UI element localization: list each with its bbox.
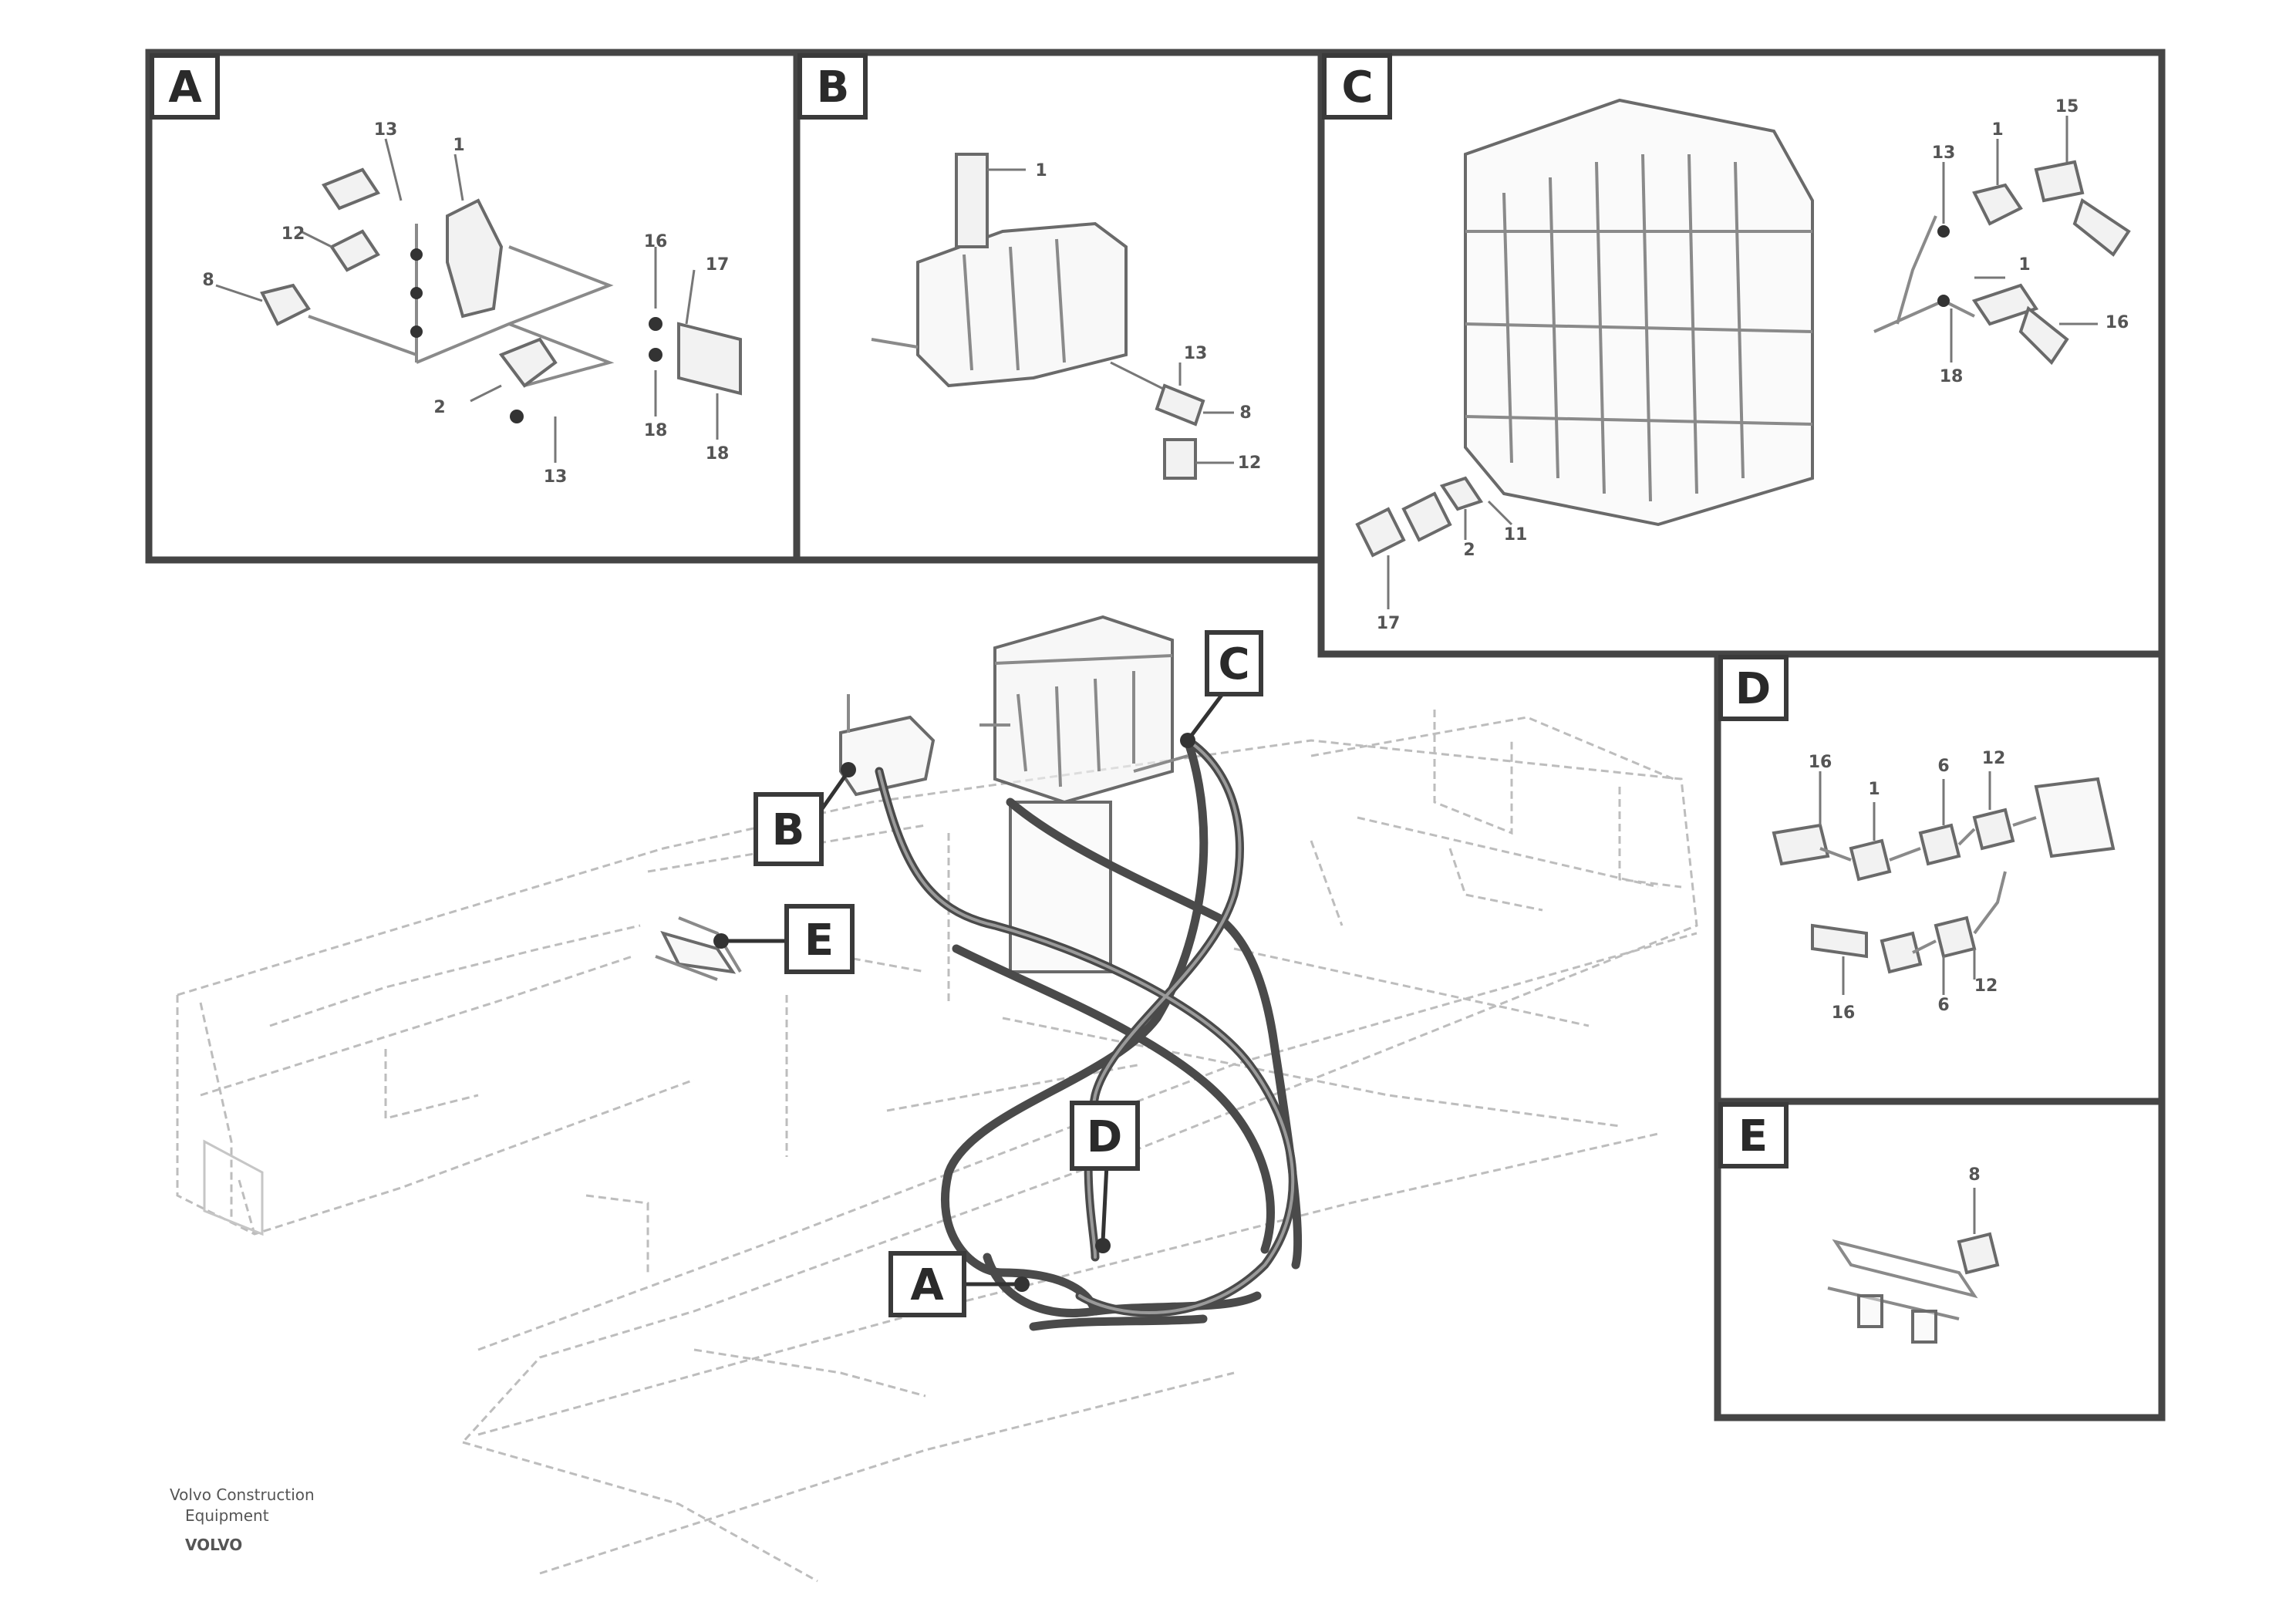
detail-panel-e: E 8 bbox=[1714, 1098, 2166, 1421]
panel-d-label: D bbox=[1735, 664, 1771, 714]
panel-e-callout: 8 bbox=[1968, 1165, 1980, 1185]
panel-a-callout: 18 bbox=[644, 421, 668, 440]
panel-c-callout: 1 bbox=[1991, 120, 2003, 140]
fitting-e-drawing bbox=[655, 930, 737, 981]
reference-code: VOLVO bbox=[185, 1536, 242, 1554]
panel-a-callout: 12 bbox=[282, 224, 305, 244]
panel-d-callout: 6 bbox=[1937, 996, 1949, 1015]
machine-frame-drawing bbox=[176, 710, 1698, 1583]
panel-a-callout: 18 bbox=[706, 444, 730, 464]
panel-c-callout: 1 bbox=[2018, 255, 2030, 275]
detail-panel-a: A 13 1 12 8 16 17 2 13 18 bbox=[145, 49, 801, 564]
detail-panel-c: C 15 1 13 1 16 18 bbox=[1317, 49, 2166, 658]
panel-c-callout: 11 bbox=[1504, 525, 1528, 545]
main-tag-d-label: D bbox=[1087, 1112, 1122, 1162]
panel-c-callout: 15 bbox=[2055, 97, 2079, 116]
bracket-b-drawing bbox=[678, 694, 936, 973]
main-tag-c[interactable]: C bbox=[1205, 630, 1263, 696]
reference-line-2: Equipment bbox=[185, 1506, 269, 1525]
panel-d-callout: 12 bbox=[1982, 749, 2006, 768]
panel-e-label: E bbox=[1738, 1111, 1768, 1162]
panel-d-callout: 1 bbox=[1868, 780, 1880, 799]
panel-c-label: C bbox=[1341, 62, 1373, 113]
panel-c-callout: 17 bbox=[1377, 614, 1401, 633]
main-tag-e[interactable]: E bbox=[784, 904, 855, 974]
main-tag-e-label: E bbox=[804, 916, 834, 966]
panel-a-callout: 1 bbox=[453, 136, 464, 155]
panel-a-callout: 8 bbox=[202, 271, 214, 290]
main-tag-b-label: B bbox=[772, 805, 805, 855]
panel-b-callout: 8 bbox=[1239, 403, 1251, 423]
panel-d-callout: 16 bbox=[1832, 1003, 1856, 1023]
panel-d-callout: 6 bbox=[1937, 757, 1949, 776]
panel-b-callout: 1 bbox=[1035, 161, 1047, 180]
panel-d-callout: 16 bbox=[1809, 753, 1832, 772]
panel-c-callout: 2 bbox=[1463, 541, 1475, 560]
main-tag-a[interactable]: A bbox=[888, 1251, 966, 1317]
panel-b-label: B bbox=[817, 62, 850, 113]
panel-a-callout: 13 bbox=[544, 467, 568, 487]
detail-panel-d: D 16 1 6 12 16 6 12 bbox=[1714, 650, 2166, 1105]
panel-a-callout: 13 bbox=[374, 120, 398, 140]
hydraulic-hoses bbox=[875, 736, 1303, 1331]
panel-a-callout: 17 bbox=[706, 255, 730, 275]
main-tag-b[interactable]: B bbox=[754, 792, 824, 866]
main-tag-a-label: A bbox=[910, 1260, 944, 1310]
panel-b-callout: 13 bbox=[1184, 344, 1208, 363]
panel-d-callout: 12 bbox=[1974, 976, 1998, 996]
panel-c-callout: 13 bbox=[1932, 143, 1956, 163]
panel-a-callout: 16 bbox=[644, 232, 668, 251]
main-tag-d[interactable]: D bbox=[1070, 1101, 1140, 1171]
panel-c-callout: 18 bbox=[1940, 367, 1964, 386]
reference-stamp: Volvo Construction Equipment VOLVO bbox=[170, 1485, 315, 1554]
panel-b-callout: 12 bbox=[1238, 454, 1262, 473]
panel-a-label: A bbox=[168, 62, 202, 113]
reference-line-1: Volvo Construction bbox=[170, 1485, 315, 1504]
panel-a-callout: 2 bbox=[433, 398, 445, 417]
detail-panel-b: B 1 13 8 12 bbox=[793, 49, 1325, 564]
panel-c-callout: 16 bbox=[2106, 313, 2129, 332]
main-tag-c-label: C bbox=[1218, 639, 1249, 690]
control-valve-block bbox=[979, 615, 1188, 973]
